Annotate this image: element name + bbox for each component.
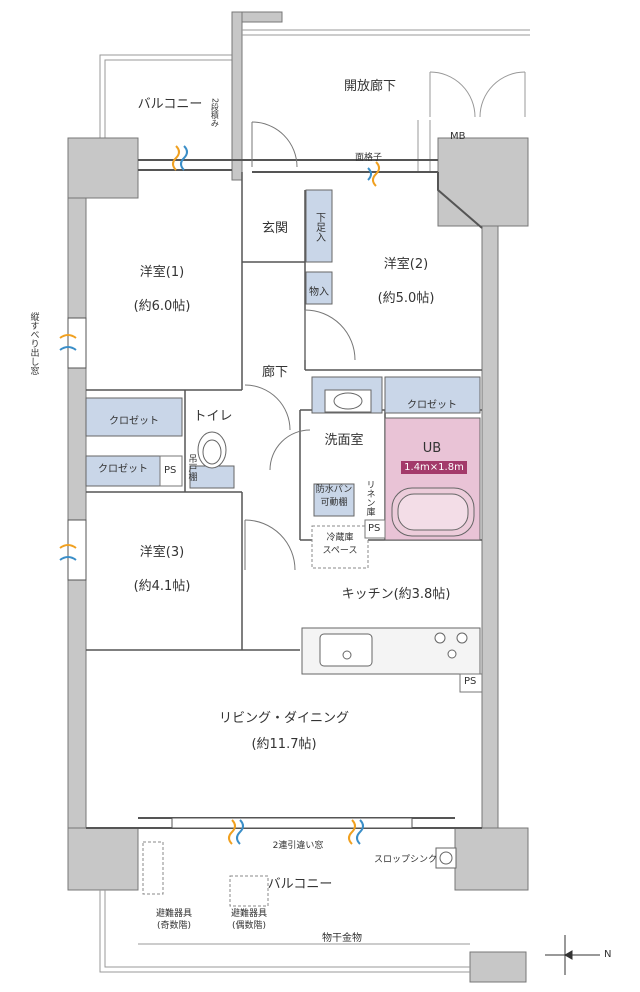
western1-name: 洋室(1)	[139, 265, 185, 280]
door-swings	[244, 121, 356, 571]
toilet-fixture	[197, 431, 227, 469]
ps-label-2: PS	[368, 523, 381, 534]
side-window-label: 縦すべり出し窓	[28, 312, 39, 375]
hanging-shelf-label: 吊戸棚	[186, 454, 197, 481]
drying-hardware-label: 物干金物	[322, 933, 362, 944]
movable-shelf-label: 可動棚	[320, 498, 348, 508]
living-size: (約11.7帖)	[251, 737, 317, 752]
western2-name: 洋室(2)	[383, 257, 429, 272]
western1-size: (約6.0帖)	[133, 299, 191, 314]
unit-bath	[384, 417, 481, 541]
compass-icon	[545, 935, 600, 975]
living-name: リビング・ダイニング	[218, 711, 350, 726]
waterproof-pan-label: 防水パン	[315, 485, 353, 495]
washroom-label: 洗面室	[324, 433, 364, 448]
sliding-window-label: 2連引違い窓	[272, 841, 324, 851]
evac-odd-label-2: (奇数階)	[156, 921, 192, 931]
western2-size: (約5.0帖)	[377, 291, 435, 306]
closet-b-label: クロゼット	[98, 464, 148, 475]
ps-label-3: PS	[464, 676, 477, 687]
compass-north-label: N	[604, 949, 612, 960]
linen-label: リネン庫	[364, 480, 375, 516]
kitchen-counter	[301, 627, 481, 675]
slop-sink-label: スロップシンク	[374, 855, 438, 865]
western3-name: 洋室(3)	[139, 545, 185, 560]
balcony-top-railing	[99, 54, 232, 150]
shoe-box-label: 下足入	[313, 212, 325, 242]
two-stack-label: 2段積み	[210, 98, 220, 128]
storage-label: 物入	[309, 287, 329, 298]
ub-size-badge: 1.4m×1.8m	[401, 461, 467, 474]
western3-size: (約4.1帖)	[133, 579, 191, 594]
ps-boxes	[159, 455, 483, 693]
ps-label-1: PS	[164, 465, 177, 476]
balcony-bottom-railing	[99, 890, 470, 973]
fridge-space-label-2: スペース	[322, 546, 358, 556]
lattice-label: 面格子	[355, 153, 383, 163]
kitchen-label: キッチン(約3.8帖)	[341, 587, 451, 602]
hallway-label: 廊下	[261, 365, 289, 380]
balcony-bottom-label: バルコニー	[267, 877, 333, 892]
closet-c-label: クロゼット	[407, 400, 457, 411]
closets	[85, 189, 481, 517]
open-corridor-label: 開放廊下	[343, 79, 397, 94]
windows	[67, 317, 413, 829]
evac-hatches	[142, 841, 269, 907]
vent-arrows	[59, 145, 380, 845]
entrance-label: 玄関	[261, 221, 289, 236]
evac-even-label-1: 避難器具	[230, 909, 268, 919]
slop-sink	[435, 847, 457, 869]
closet-a-label: クロゼット	[109, 416, 159, 427]
fridge-space	[311, 525, 369, 569]
toilet-label: トイレ	[193, 409, 233, 424]
ub-label: UB	[422, 441, 442, 456]
balcony-top-label: バルコニー	[137, 97, 203, 112]
corridor-outline	[242, 29, 530, 172]
evac-even-label-2: (偶数階)	[231, 921, 267, 931]
washbasin	[324, 389, 372, 413]
evac-odd-label-1: 避難器具	[155, 909, 193, 919]
mb-label: MB	[450, 131, 466, 142]
fridge-space-label-1: 冷蔵庫	[326, 533, 354, 543]
